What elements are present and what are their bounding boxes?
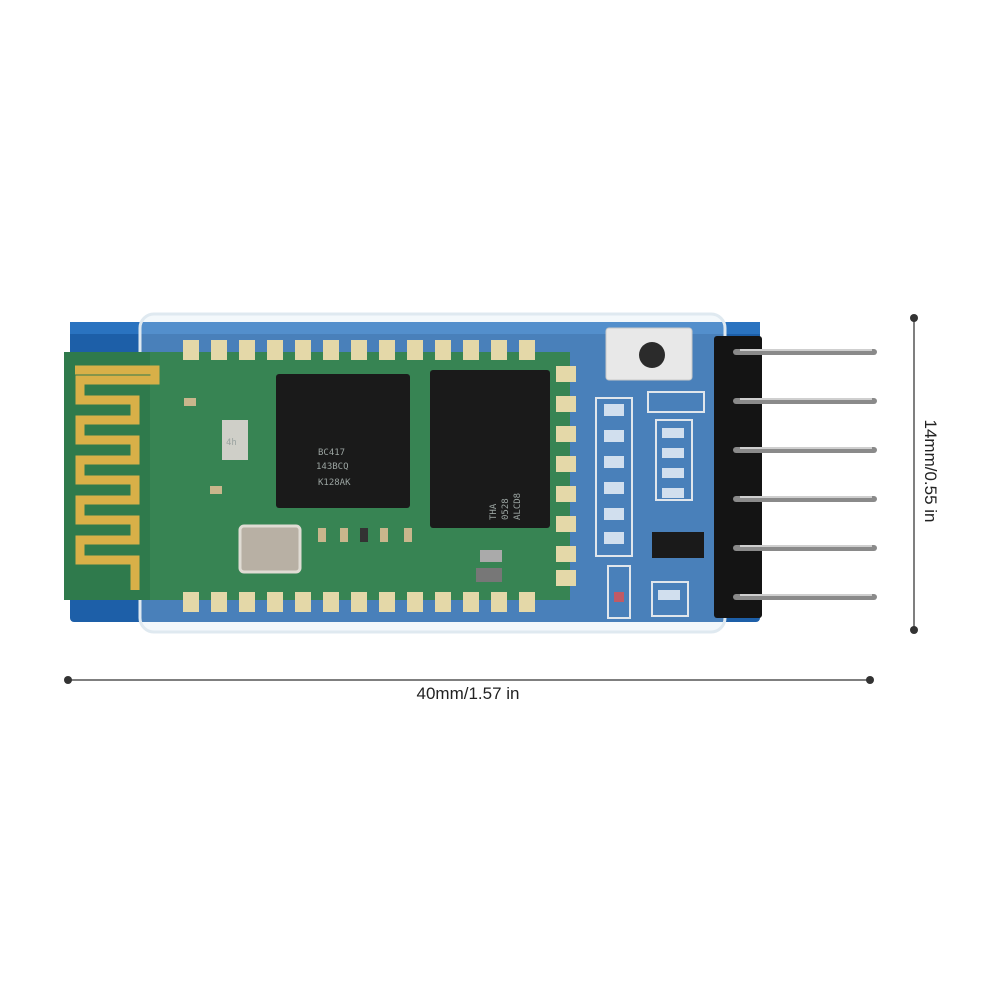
main-chip-line-3: K128AK	[318, 478, 351, 488]
antenna-trace-icon	[75, 365, 160, 590]
height-dimension-label: 14mm/0.55 in	[921, 419, 940, 523]
main-chip	[276, 374, 410, 508]
main-chip-line-1: BC417	[318, 448, 345, 458]
flash-chip-line-1: ALCD8	[513, 493, 523, 520]
base-board-components	[595, 391, 705, 619]
right-pad-column	[556, 366, 576, 586]
small-component-text: 4h	[226, 438, 237, 448]
pin-header	[714, 336, 762, 618]
height-dimension-line	[910, 314, 918, 634]
flash-chip-line-3: THA	[489, 503, 499, 520]
main-chip-line-2: 143BCQ	[316, 462, 349, 472]
width-dimension-label: 40mm/1.57 in	[416, 684, 520, 703]
flash-chip-line-2: 0528	[501, 498, 511, 520]
header-pin-icon	[733, 349, 877, 600]
submodule-passives: 4h	[184, 398, 502, 582]
crystal-oscillator	[238, 524, 302, 574]
flash-chip	[430, 370, 550, 528]
width-dimension-line	[64, 676, 874, 684]
bottom-pad-row	[183, 592, 535, 612]
top-pad-row	[183, 340, 535, 360]
